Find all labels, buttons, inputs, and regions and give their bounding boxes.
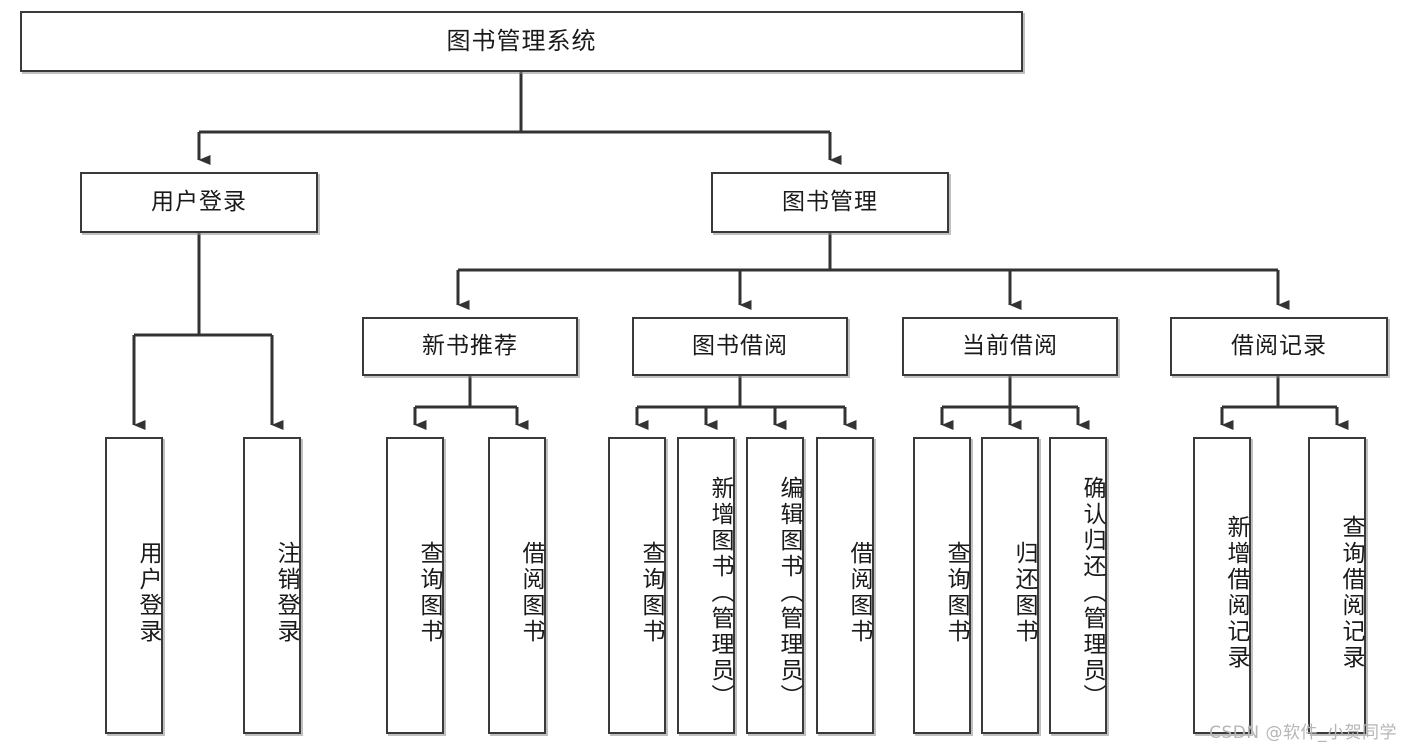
node-leaf-query-book-1[interactable]: 查询图书	[386, 437, 444, 734]
node-leaf-confirm-return[interactable]: 确认归还（管理员）	[1049, 437, 1107, 734]
node-leaf-query-book-3[interactable]: 查询图书	[913, 437, 971, 734]
node-root-book-management-system[interactable]: 图书管理系统	[20, 11, 1023, 72]
node-leaf-return-book[interactable]: 归还图书	[981, 437, 1039, 734]
node-book-management[interactable]: 图书管理	[711, 172, 949, 233]
node-leaf-user-logout[interactable]: 注销登录	[243, 437, 301, 734]
node-leaf-add-record[interactable]: 新增借阅记录	[1193, 437, 1251, 734]
node-book-borrow[interactable]: 图书借阅	[632, 317, 848, 376]
node-leaf-query-record[interactable]: 查询借阅记录	[1308, 437, 1366, 734]
node-leaf-add-book[interactable]: 新增图书（管理员）	[677, 437, 735, 734]
node-leaf-edit-book[interactable]: 编辑图书（管理员）	[746, 437, 804, 734]
node-borrow-record[interactable]: 借阅记录	[1170, 317, 1388, 376]
node-leaf-borrow-book-2[interactable]: 借阅图书	[816, 437, 874, 734]
node-leaf-borrow-book-1[interactable]: 借阅图书	[488, 437, 546, 734]
node-leaf-query-book-2[interactable]: 查询图书	[608, 437, 666, 734]
node-leaf-user-login[interactable]: 用户登录	[105, 437, 163, 734]
node-user-login[interactable]: 用户登录	[80, 172, 318, 233]
node-new-book-recommend[interactable]: 新书推荐	[362, 317, 578, 376]
node-current-borrow[interactable]: 当前借阅	[902, 317, 1118, 376]
watermark-credit: CSDN @软件_小贺同学	[1209, 723, 1397, 743]
